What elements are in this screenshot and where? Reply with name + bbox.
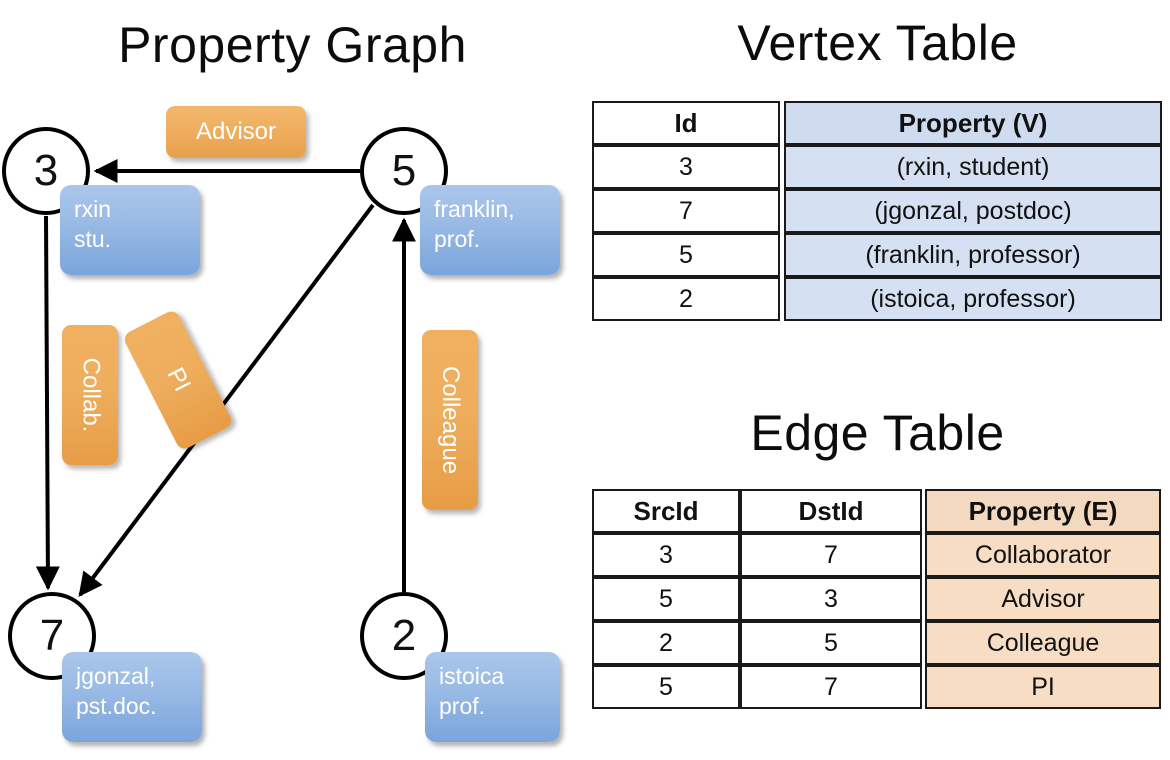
edge-table-cell-srcid: 5 <box>592 577 740 621</box>
vertex-table-cell-id: 3 <box>592 145 780 189</box>
property-graph-panel: Property Graph 3 5 7 2 rxin stu. frankli… <box>2 17 560 742</box>
vertex-property-line: prof. <box>434 225 481 252</box>
vertex-table-cell-property: (jgonzal, postdoc) <box>784 189 1162 233</box>
vertex-table: Id Property (V) 3 (rxin, student) 7 (jgo… <box>592 101 1162 321</box>
vertex-table-header-id: Id <box>592 101 780 145</box>
graph-node-2[interactable]: 2 <box>360 592 448 680</box>
edge-table-cell-property: Collaborator <box>925 533 1161 577</box>
vertex-property-line: stu. <box>74 225 112 252</box>
edge-table-cell-property: PI <box>925 665 1161 709</box>
edge-table-cell-dstid: 7 <box>740 665 922 709</box>
vertex-table-header-property: Property (V) <box>784 101 1162 145</box>
edge-table-cell-dstid: 7 <box>740 533 922 577</box>
table-row: 2 5 Colleague <box>592 621 1161 665</box>
edge-label-text: Colleague <box>437 365 464 475</box>
table-row: 5 (franklin, professor) <box>592 233 1162 277</box>
table-row: 2 (istoica, professor) <box>592 277 1162 321</box>
vertex-property-box-rxin: rxin stu. <box>60 185 200 275</box>
edge-table-header-srcid: SrcId <box>592 489 740 533</box>
column-gap <box>780 277 784 321</box>
vertex-property-line: franklin, <box>434 196 515 222</box>
vertex-table-cell-property: (rxin, student) <box>784 145 1162 189</box>
column-gap <box>780 145 784 189</box>
table-row: 7 (jgonzal, postdoc) <box>592 189 1162 233</box>
vertex-property-line: jgonzal, <box>76 663 156 689</box>
edge-label-text: Advisor <box>195 118 277 145</box>
vertex-property-line: prof. <box>439 692 486 719</box>
edge-label-colleague: Colleague <box>422 330 478 510</box>
table-row: 3 (rxin, student) <box>592 145 1162 189</box>
vertex-table-cell-id: 2 <box>592 277 780 321</box>
page-title-edge-table: Edge Table <box>750 405 1005 461</box>
edge-3-to-7-collab <box>35 215 60 591</box>
table-header-row: SrcId DstId Property (E) <box>592 489 1161 533</box>
edge-table-cell-dstid: 5 <box>740 621 922 665</box>
edge-table-cell-property: Advisor <box>925 577 1161 621</box>
edge-table-cell-srcid: 5 <box>592 665 740 709</box>
edge-5-to-7-pi <box>78 203 375 597</box>
vertex-table-cell-id: 7 <box>592 189 780 233</box>
table-header-row: Id Property (V) <box>592 101 1162 145</box>
graph-edges-svg <box>35 159 416 597</box>
table-row: 3 7 Collaborator <box>592 533 1161 577</box>
vertex-property-box-franklin: franklin, prof. <box>420 185 560 275</box>
page-title-vertex-table: Vertex Table <box>737 15 1018 71</box>
edge-label-text: Collab. <box>77 357 104 433</box>
edge-label-collab: Collab. <box>62 325 118 465</box>
column-gap <box>922 577 925 621</box>
edge-table-header-dstid: DstId <box>740 489 922 533</box>
table-row: 5 3 Advisor <box>592 577 1161 621</box>
vertex-property-line: rxin <box>74 196 112 222</box>
page-title-property-graph: Property Graph <box>118 17 467 73</box>
edge-table-cell-dstid: 3 <box>740 577 922 621</box>
vertex-property-line: istoica <box>439 663 505 689</box>
vertex-table-cell-property: (istoica, professor) <box>784 277 1162 321</box>
column-gap <box>780 189 784 233</box>
column-gap <box>922 621 925 665</box>
column-gap <box>922 665 925 709</box>
edge-table-cell-srcid: 2 <box>592 621 740 665</box>
table-row: 5 7 PI <box>592 665 1161 709</box>
column-gap <box>922 533 925 577</box>
edge-label-advisor: Advisor <box>166 106 306 158</box>
edge-table-cell-property: Colleague <box>925 621 1161 665</box>
edge-label-text: PI <box>161 363 196 397</box>
vertex-property-box-jgonzal: jgonzal, pst.doc. <box>62 652 202 742</box>
graph-node-5[interactable]: 5 <box>360 127 448 215</box>
vertex-table-cell-property: (franklin, professor) <box>784 233 1162 277</box>
edge-table: SrcId DstId Property (E) 3 7 Collaborato… <box>592 489 1161 709</box>
edge-table-cell-srcid: 3 <box>592 533 740 577</box>
column-gap <box>922 489 925 533</box>
column-gap <box>780 233 784 277</box>
vertex-property-box-istoica: istoica prof. <box>425 652 560 742</box>
column-gap <box>780 101 784 145</box>
edge-table-header-property: Property (E) <box>925 489 1161 533</box>
vertex-table-cell-id: 5 <box>592 233 780 277</box>
vertex-property-line: pst.doc. <box>76 692 157 719</box>
